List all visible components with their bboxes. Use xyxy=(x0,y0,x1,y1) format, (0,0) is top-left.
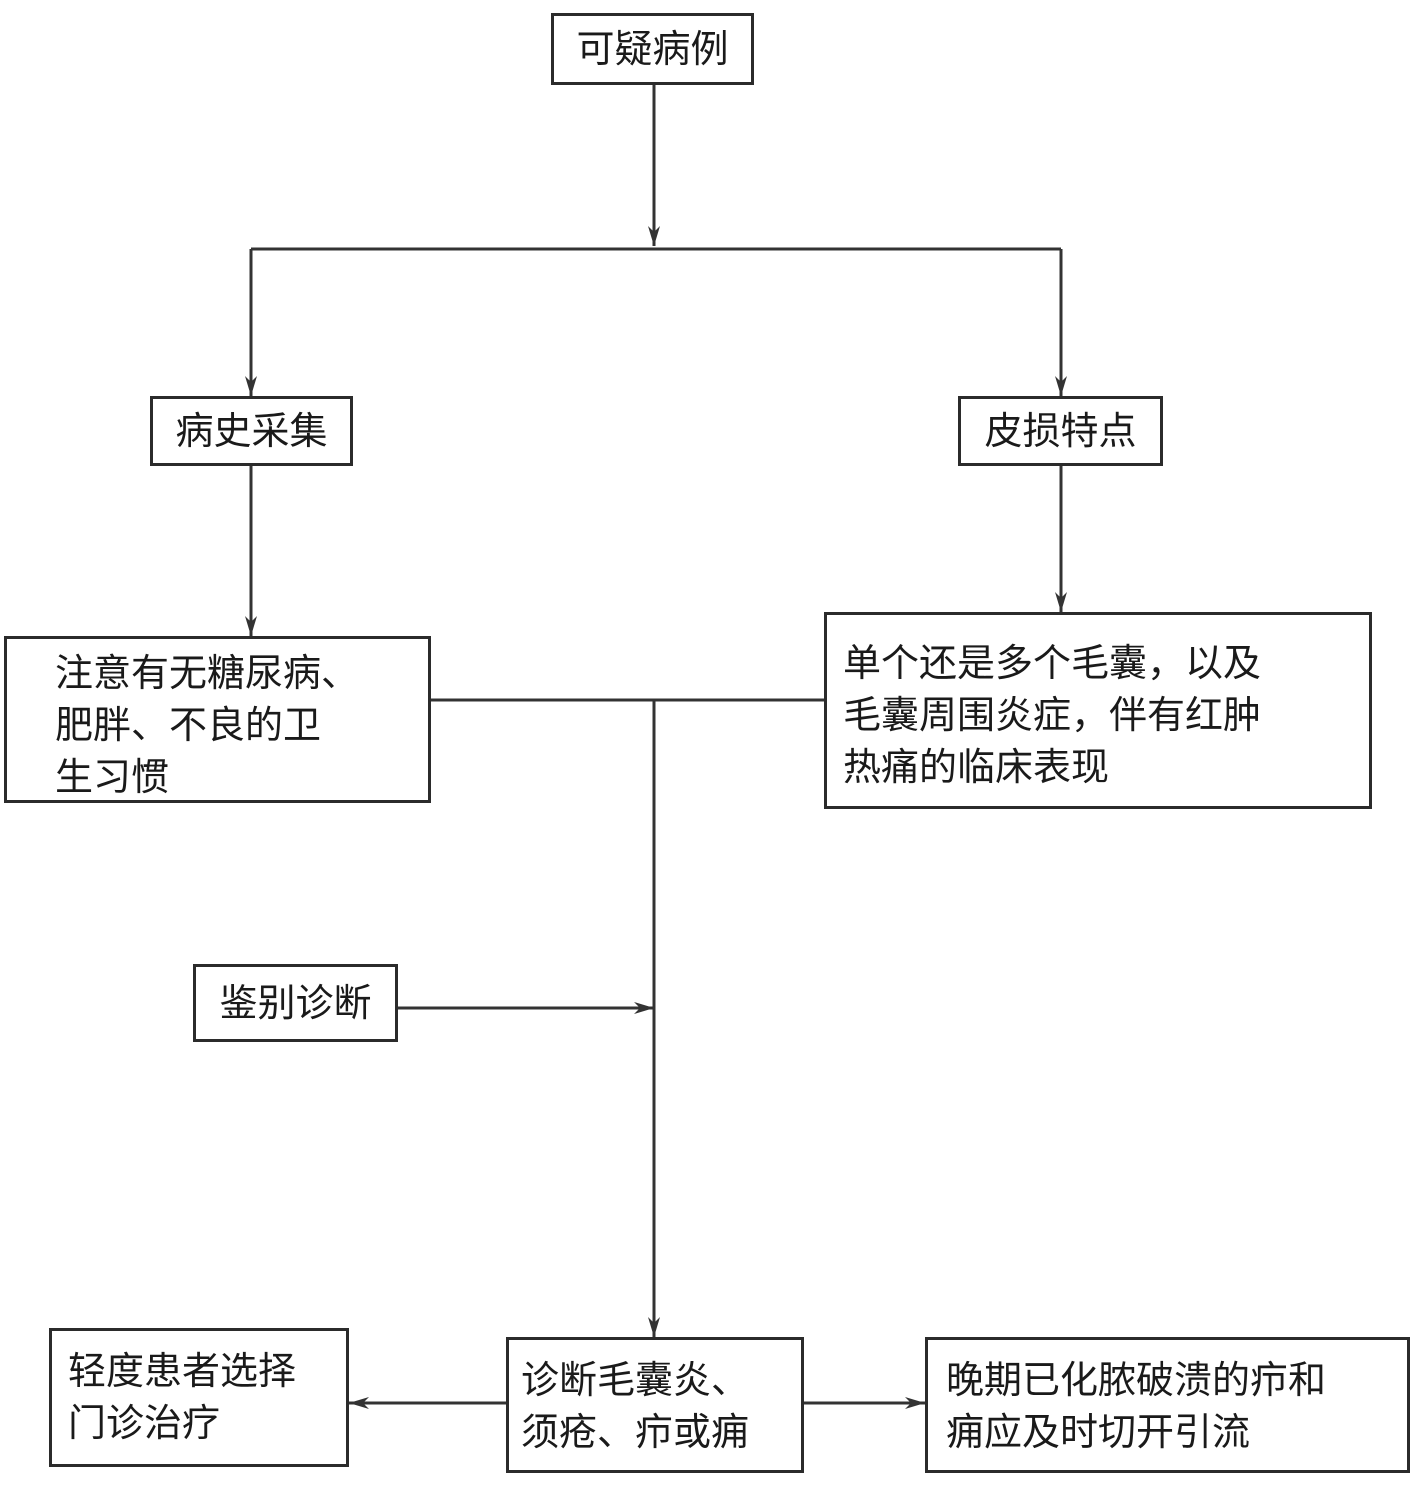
node-differential-diagnosis: 鉴别诊断 xyxy=(193,964,398,1042)
node-history-details: 注意有无糖尿病、 肥胖、不良的卫 生习惯 xyxy=(4,636,431,803)
node-history-taking: 病史采集 xyxy=(150,396,353,466)
lesion-details-line-2: 毛囊周围炎症，伴有红肿 xyxy=(843,693,1262,737)
node-history-taking-label: 病史采集 xyxy=(175,409,328,453)
mild-outpatient-line-1: 轻度患者选择 xyxy=(68,1349,297,1393)
node-suspected-case-label: 可疑病例 xyxy=(576,27,729,71)
late-drainage-line-1: 晚期已化脓破溃的疖和 xyxy=(946,1358,1327,1402)
node-lesion-details: 单个还是多个毛囊，以及 毛囊周围炎症，伴有红肿 热痛的临床表现 xyxy=(824,612,1372,809)
node-late-drainage: 晚期已化脓破溃的疖和 痈应及时切开引流 xyxy=(925,1337,1410,1473)
history-details-line-1: 注意有无糖尿病、 xyxy=(55,651,360,695)
lesion-details-line-3: 热痛的临床表现 xyxy=(843,745,1110,789)
node-mild-outpatient: 轻度患者选择 门诊治疗 xyxy=(49,1328,349,1467)
node-suspected-case: 可疑病例 xyxy=(551,13,754,85)
history-details-line-2: 肥胖、不良的卫 xyxy=(55,703,322,747)
diagnosis-line-1: 诊断毛囊炎、 xyxy=(521,1358,750,1402)
node-lesion-features: 皮损特点 xyxy=(958,396,1163,466)
lesion-details-line-1: 单个还是多个毛囊，以及 xyxy=(843,641,1262,685)
node-diagnosis: 诊断毛囊炎、 须疮、疖或痈 xyxy=(506,1337,804,1473)
history-details-line-3: 生习惯 xyxy=(55,755,170,799)
node-differential-diagnosis-label: 鉴别诊断 xyxy=(219,981,372,1025)
mild-outpatient-line-2: 门诊治疗 xyxy=(68,1401,221,1445)
diagnosis-line-2: 须疮、疖或痈 xyxy=(521,1410,750,1454)
late-drainage-line-2: 痈应及时切开引流 xyxy=(946,1410,1251,1454)
node-lesion-features-label: 皮损特点 xyxy=(984,409,1137,453)
